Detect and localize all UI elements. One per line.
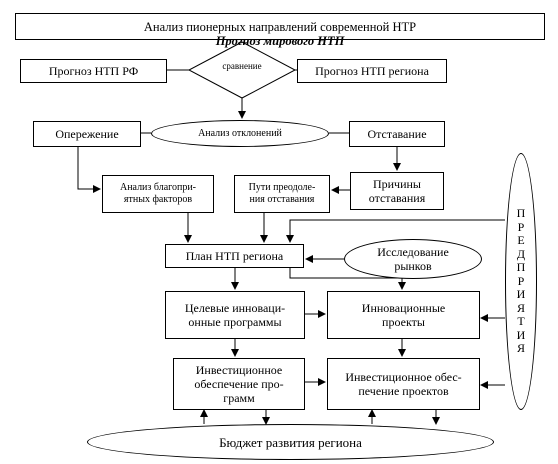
lag-causes-box: Причины отставания [350, 172, 444, 210]
title-emphasis: Прогноз мирового НТП [215, 33, 345, 48]
market-research-oval: Исследование рынков [344, 239, 482, 279]
deviation-analysis-oval: Анализ отклонений [151, 120, 329, 147]
project-investment-label: Инвестиционное обес- печение проектов [345, 370, 462, 398]
overcome-paths-box: Пути преодоле- ния отставания [234, 175, 330, 213]
favorable-factors-label: Анализ благопри- ятных факторов [119, 182, 197, 205]
enterprises-letter: Т [517, 314, 525, 329]
comparison-label-wrap: сравнение [206, 58, 278, 74]
program-investment-label: Инвестиционное обеспечение про- грамм [194, 363, 284, 405]
enterprises-letter: Е [517, 233, 525, 248]
region-plan-box: План НТП региона [165, 244, 304, 268]
lag-box: Отставание [349, 121, 445, 147]
innovation-projects-label: Инновационные проекты [361, 301, 446, 329]
forecast-rf-label: Прогноз НТП РФ [48, 64, 139, 78]
enterprises-letter: Р [517, 273, 525, 288]
favorable-factors-box: Анализ благопри- ятных факторов [102, 175, 214, 213]
regional-budget-oval: Бюджет развития региона [87, 424, 494, 460]
lead-box: Опережение [33, 121, 141, 147]
enterprises-letter: П [516, 206, 526, 221]
forecast-region-box: Прогноз НТП региона [297, 59, 447, 83]
enterprises-letter: Я [516, 300, 525, 315]
comparison-label: сравнение [222, 60, 262, 71]
program-investment-box: Инвестиционное обеспечение про- грамм [173, 358, 305, 410]
forecast-rf-box: Прогноз НТП РФ [20, 59, 167, 83]
arrow-plan-to-projects [289, 268, 406, 290]
title-text: Анализ пионерных направлений современной… [144, 6, 416, 48]
region-plan-label: План НТП региона [185, 249, 284, 263]
regional-budget-label: Бюджет развития региона [219, 434, 362, 450]
enterprises-letter: П [516, 260, 526, 275]
target-programs-box: Целевые инноваци- онные программы [165, 291, 305, 339]
target-programs-label: Целевые инноваци- онные программы [184, 301, 286, 329]
enterprises-letter: И [516, 287, 526, 302]
enterprises-letter: Р [517, 219, 525, 234]
title-main: Анализ пионерных направлений современной… [143, 19, 417, 34]
innovation-projects-box: Инновационные проекты [327, 291, 480, 339]
forecast-region-label: Прогноз НТП региона [315, 64, 429, 78]
lag-causes-label: Причины отставания [368, 177, 426, 205]
overcome-paths-label: Пути преодоле- ния отставания [248, 182, 316, 205]
deviation-analysis-label: Анализ отклонений [198, 127, 282, 139]
lag-label: Отставание [367, 127, 427, 141]
market-research-label: Исследование рынков [377, 245, 449, 273]
title-box: Анализ пионерных направлений современной… [15, 13, 545, 48]
arrow-lead-to-factors [77, 147, 101, 193]
enterprises-letter: Я [516, 341, 525, 356]
enterprises-letter: И [516, 327, 526, 342]
enterprises-letter: Д [516, 246, 526, 261]
project-investment-box: Инвестиционное обес- печение проектов [327, 358, 480, 410]
arrow-enterprises-to-plan [286, 219, 505, 243]
lead-label: Опережение [55, 127, 119, 141]
